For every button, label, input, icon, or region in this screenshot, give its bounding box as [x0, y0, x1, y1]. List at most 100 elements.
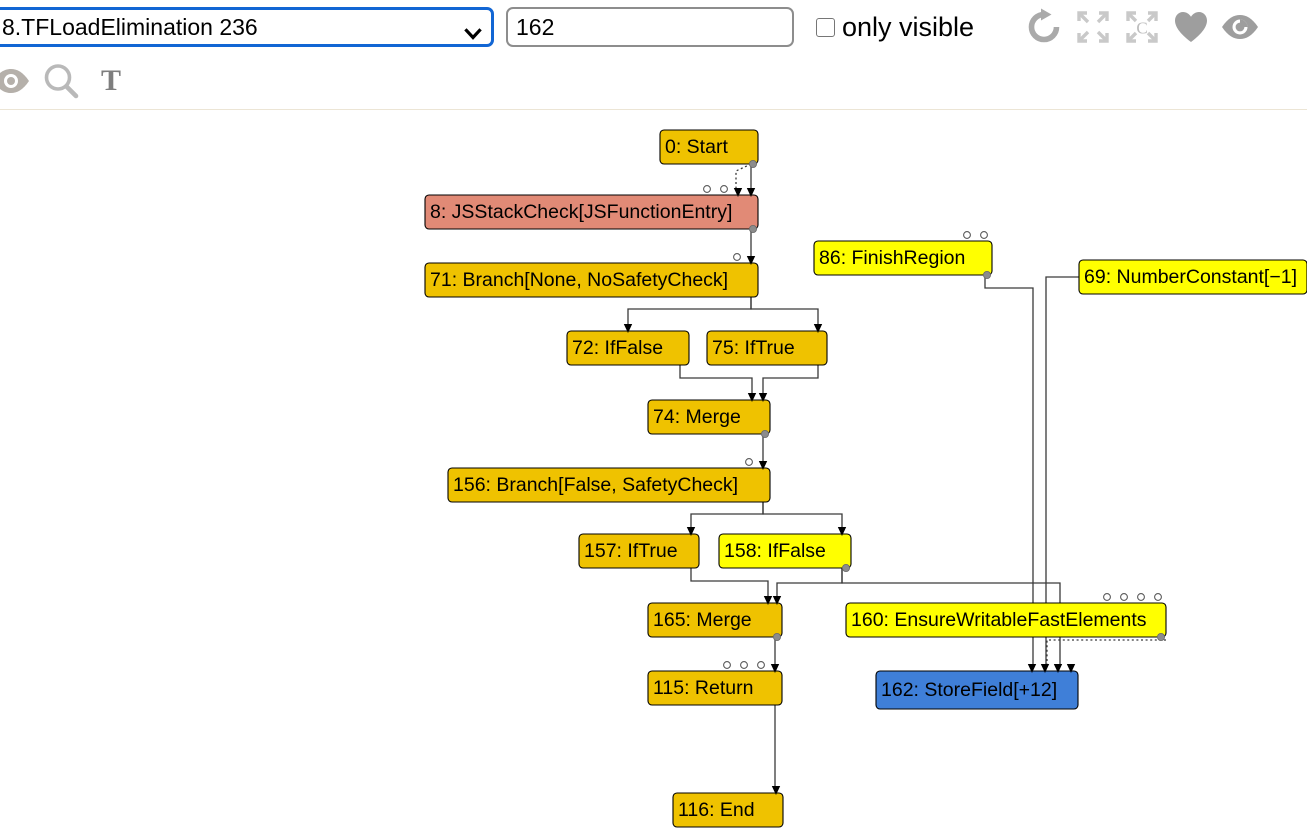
node-input-port [770, 664, 780, 673]
graph-edge [627, 297, 752, 324]
graph-node-box[interactable] [813, 240, 993, 276]
node-input-port-open [1137, 593, 1145, 601]
graph-node[interactable]: 74: Merge [647, 399, 771, 438]
graph-node-box[interactable] [845, 602, 1167, 638]
graph-edge [1046, 639, 1166, 664]
node-input-port-open [720, 185, 728, 193]
graph-node[interactable]: 86: FinishRegion [813, 231, 993, 279]
node-id-value: 162 [516, 14, 555, 40]
phase-select[interactable]: 8.TFLoadElimination 236 [0, 7, 494, 47]
graph-node[interactable]: 162: StoreField[+12] [875, 664, 1079, 710]
graph-node-label: 69: NumberConstant[−1] [1084, 266, 1297, 288]
graph-node-label: 71: Branch[None, NoSafetyCheck] [430, 269, 728, 291]
edge-arrowhead [763, 596, 773, 605]
fit-selection-icon[interactable]: C [1119, 4, 1165, 50]
node-id-input[interactable]: 162 [506, 7, 794, 47]
node-output-port [773, 633, 782, 642]
node-input-port [746, 256, 756, 265]
graph-node-label: 160: EnsureWritableFastElements [851, 609, 1147, 631]
graph-node-box[interactable] [447, 467, 771, 503]
graph-node[interactable]: 116: End [672, 786, 784, 828]
edge-arrowhead [837, 527, 847, 536]
graph-node[interactable]: 69: NumberConstant[−1] [1078, 259, 1307, 295]
graph-node-box[interactable] [875, 670, 1079, 710]
toolbar: 8.TFLoadElimination 236 162 only visible [0, 0, 1307, 110]
graph-node-box[interactable] [672, 792, 784, 828]
graph-node-box[interactable] [647, 670, 783, 706]
search-icon[interactable] [38, 58, 84, 104]
graph-node-box[interactable] [424, 194, 759, 230]
graph-edge [690, 568, 769, 596]
edge-arrowhead [747, 393, 757, 402]
node-input-port-open [703, 185, 711, 193]
graph-node-label: 75: IfTrue [712, 337, 795, 359]
edge-arrowhead [758, 393, 768, 402]
graph-node-box[interactable] [647, 602, 783, 638]
only-visible-checkbox[interactable] [816, 17, 835, 37]
toolbar-separator [0, 109, 1307, 110]
node-input-port [1053, 664, 1063, 673]
text-icon[interactable]: T [88, 58, 134, 104]
graph-node[interactable]: 165: Merge [647, 602, 783, 642]
graph-edge [690, 502, 764, 527]
graph-edge [735, 163, 752, 188]
node-output-port [749, 160, 758, 169]
eye-icon[interactable] [1217, 4, 1263, 50]
graph-node-box[interactable] [424, 262, 759, 298]
node-input-port-open [733, 253, 741, 261]
node-input-port-open [1154, 593, 1162, 601]
phase-select-value: 8.TFLoadElimination 236 [2, 14, 258, 40]
node-output-port [983, 270, 992, 279]
graph-node[interactable]: 160: EnsureWritableFastElements [845, 593, 1167, 642]
node-output-port [1157, 633, 1166, 642]
refresh-icon[interactable] [1021, 4, 1067, 50]
edge-arrowhead [772, 596, 782, 605]
graph-node-label: 0: Start [665, 136, 728, 158]
node-layer: 0: Start 8: JSStackCheck[JSFunctionEntry]… [424, 129, 1307, 828]
graph-node-label: 156: Branch[False, SafetyCheck] [453, 474, 738, 496]
node-output-port [761, 429, 770, 438]
edge-arrowhead [623, 324, 633, 333]
graph-node[interactable]: 72: IfFalse [566, 330, 690, 366]
node-input-port [1066, 664, 1076, 673]
graph-node[interactable]: 0: Start [659, 129, 759, 169]
graph-node-box[interactable] [718, 533, 852, 569]
graph-node[interactable]: 156: Branch[False, SafetyCheck] [447, 458, 771, 503]
edge-layer [627, 163, 1166, 786]
graph-node[interactable]: 158: IfFalse [718, 533, 852, 572]
graph-node[interactable]: 8: JSStackCheck[JSFunctionEntry] [424, 185, 759, 234]
svg-text:C: C [1136, 19, 1147, 38]
node-input-port-open [980, 231, 988, 239]
graph-canvas[interactable]: 0: Start 8: JSStackCheck[JSFunctionEntry]… [0, 113, 1307, 833]
node-input-port [733, 188, 743, 197]
graph-node-label: 116: End [678, 799, 755, 821]
graph-node[interactable]: 75: IfTrue [706, 330, 828, 366]
graph-node-box[interactable] [578, 533, 700, 569]
graph-edge [679, 365, 753, 393]
expand-all-icon[interactable] [1070, 4, 1116, 50]
graph-node-label: 158: IfFalse [724, 540, 826, 562]
heart-icon[interactable] [1168, 4, 1214, 50]
node-input-port [1027, 664, 1037, 673]
chevron-down-icon [464, 18, 482, 40]
graph-node-label: 72: IfFalse [572, 337, 663, 359]
graph-node-box[interactable] [1078, 259, 1307, 295]
graph-node-box[interactable] [647, 399, 771, 435]
graph-node-box[interactable] [706, 330, 828, 366]
graph-node[interactable]: 157: IfTrue [578, 533, 700, 569]
node-input-port-open [723, 661, 731, 669]
graph-node-label: 74: Merge [653, 406, 741, 428]
graph-node[interactable]: 115: Return [647, 661, 783, 706]
graph-node-label: 165: Merge [653, 609, 752, 631]
eye-icon[interactable] [0, 58, 34, 104]
svg-text:T: T [101, 64, 121, 97]
toolbar-icon-row-1: C [1021, 4, 1263, 50]
graph-node-label: 157: IfTrue [584, 540, 678, 562]
only-visible-control[interactable]: only visible [816, 8, 974, 46]
graph-node-box[interactable] [659, 129, 759, 165]
node-input-port-open [1120, 593, 1128, 601]
edge-arrowhead [813, 324, 823, 333]
graph-node[interactable]: 71: Branch[None, NoSafetyCheck] [424, 253, 759, 298]
graph-node-label: 8: JSStackCheck[JSFunctionEntry] [430, 201, 732, 223]
